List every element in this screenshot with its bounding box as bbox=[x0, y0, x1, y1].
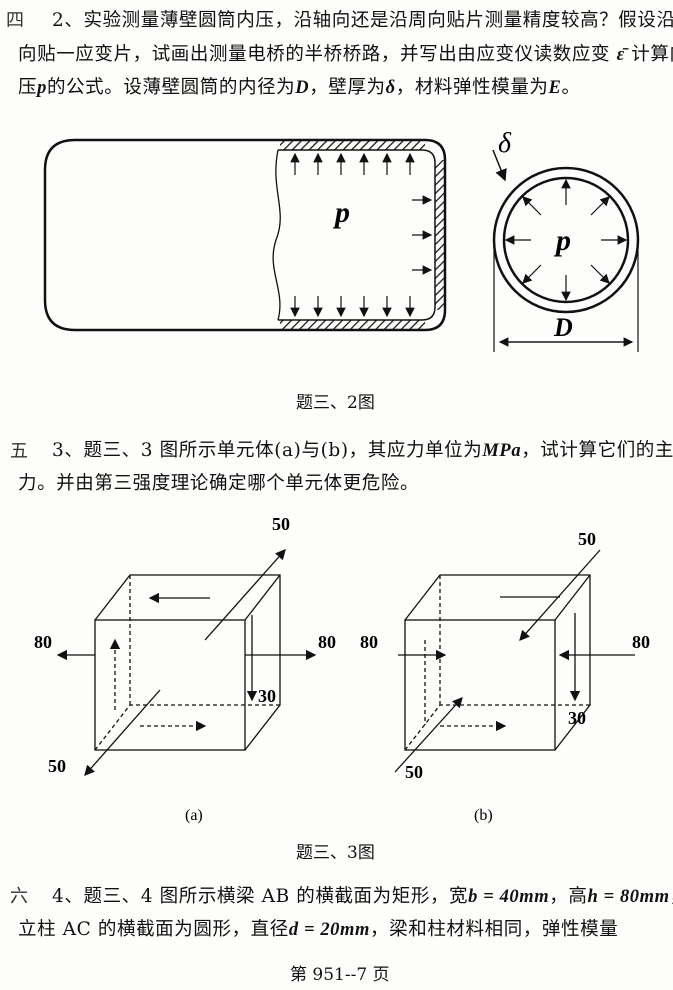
margin-mark-q3: 五 bbox=[10, 441, 28, 462]
cube-a-shear-stress: 30 bbox=[258, 686, 276, 706]
figure-caption-q2: 题三、2图 bbox=[296, 393, 375, 413]
unit-mpa: MPa bbox=[482, 441, 522, 461]
symbol-p: p bbox=[37, 78, 47, 98]
text: ， bbox=[670, 886, 673, 907]
text: 的公式。设薄壁圆筒的内径为 bbox=[46, 77, 296, 98]
cube-a-top-stress: 50 bbox=[272, 514, 290, 534]
figure-caption-q3: 题三、3图 bbox=[296, 843, 375, 863]
q3-line-1: 3、题三、3 图所示单元体(a)与(b)，其应力单位为MPa，试计算它们的主应 bbox=[52, 436, 673, 462]
q4-line-1: 4、题三、4 图所示横梁 AB 的横截面为矩形，宽b = 40mm，高h = 8… bbox=[52, 882, 673, 908]
q2-line-2: 向贴一应变片，试画出测量电桥的半桥桥路，并写出由应变仪读数应变 ε̄ 计算内 bbox=[18, 40, 673, 66]
q3-line-2: 力。并由第三强度理论确定哪个单元体更危险。 bbox=[18, 473, 420, 494]
q2-line-2-end: 计算内 bbox=[631, 44, 673, 65]
q4-line-2: 立柱 AC 的横截面为圆形，直径d = 20mm，梁和柱材料相同，弹性模量 bbox=[18, 915, 618, 941]
ring-pressure-label: p bbox=[553, 224, 571, 257]
text: ，壁厚为 bbox=[309, 77, 386, 98]
margin-mark-q4: 六 bbox=[10, 886, 28, 907]
height-value: h = 80mm bbox=[587, 887, 670, 907]
ring-figure: δ p D bbox=[492, 128, 640, 352]
diameter-label: D bbox=[553, 313, 573, 342]
text: 立柱 AC 的横截面为圆形，直径 bbox=[18, 919, 289, 940]
symbol-delta: δ bbox=[385, 78, 396, 98]
cube-b-shear-stress: 30 bbox=[568, 708, 586, 728]
cube-b-right-stress: 80 bbox=[632, 632, 650, 652]
text: ，高 bbox=[549, 886, 588, 907]
cube-a-label: (a) bbox=[185, 807, 203, 824]
thickness-label: δ bbox=[498, 128, 512, 159]
cylinder-figure: p bbox=[43, 138, 447, 332]
cube-b-left-stress: 80 bbox=[360, 632, 378, 652]
text: 。 bbox=[561, 77, 581, 98]
diameter-value: d = 20mm bbox=[288, 920, 371, 940]
margin-mark-q2: 四 bbox=[6, 10, 24, 31]
pressure-label: p bbox=[332, 196, 350, 229]
q2-line-3: 压p的公式。设薄壁圆筒的内径为D，壁厚为δ，材料弹性模量为E。 bbox=[18, 73, 581, 99]
cube-b-bottom-stress: 50 bbox=[405, 762, 423, 782]
text: ，梁和柱材料相同，弹性模量 bbox=[370, 919, 619, 940]
q2-line-2-text: 向贴一应变片，试画出测量电桥的半桥桥路，并写出由应变仪读数应变 bbox=[18, 44, 611, 65]
element-cube-a bbox=[56, 549, 317, 776]
text: 压 bbox=[18, 77, 38, 98]
text: 3、题三、3 图所示单元体(a)与(b)，其应力单位为 bbox=[52, 440, 483, 461]
width-value: b = 40mm bbox=[468, 887, 550, 907]
text: ，试计算它们的主应 bbox=[521, 440, 673, 461]
cube-a-right-stress: 80 bbox=[318, 632, 336, 652]
cube-a-bottom-stress: 50 bbox=[48, 756, 66, 776]
text: 4、题三、4 图所示横梁 AB 的横截面为矩形，宽 bbox=[52, 886, 469, 907]
text: ，材料弹性模量为 bbox=[395, 77, 549, 98]
cube-b-label: (b) bbox=[474, 807, 493, 824]
page-number: 第 951--7 页 bbox=[290, 965, 390, 985]
epsilon-symbol: ε̄ bbox=[616, 45, 625, 65]
cube-b-top-stress: 50 bbox=[578, 529, 596, 549]
element-cube-b bbox=[394, 549, 635, 773]
cube-a-left-stress: 80 bbox=[34, 632, 52, 652]
symbol-E: E bbox=[548, 78, 562, 98]
symbol-D: D bbox=[295, 78, 310, 98]
q2-line-1: 2、实验测量薄壁圆筒内压，沿轴向还是沿周向贴片测量精度较高？假设沿轴 bbox=[52, 10, 673, 31]
